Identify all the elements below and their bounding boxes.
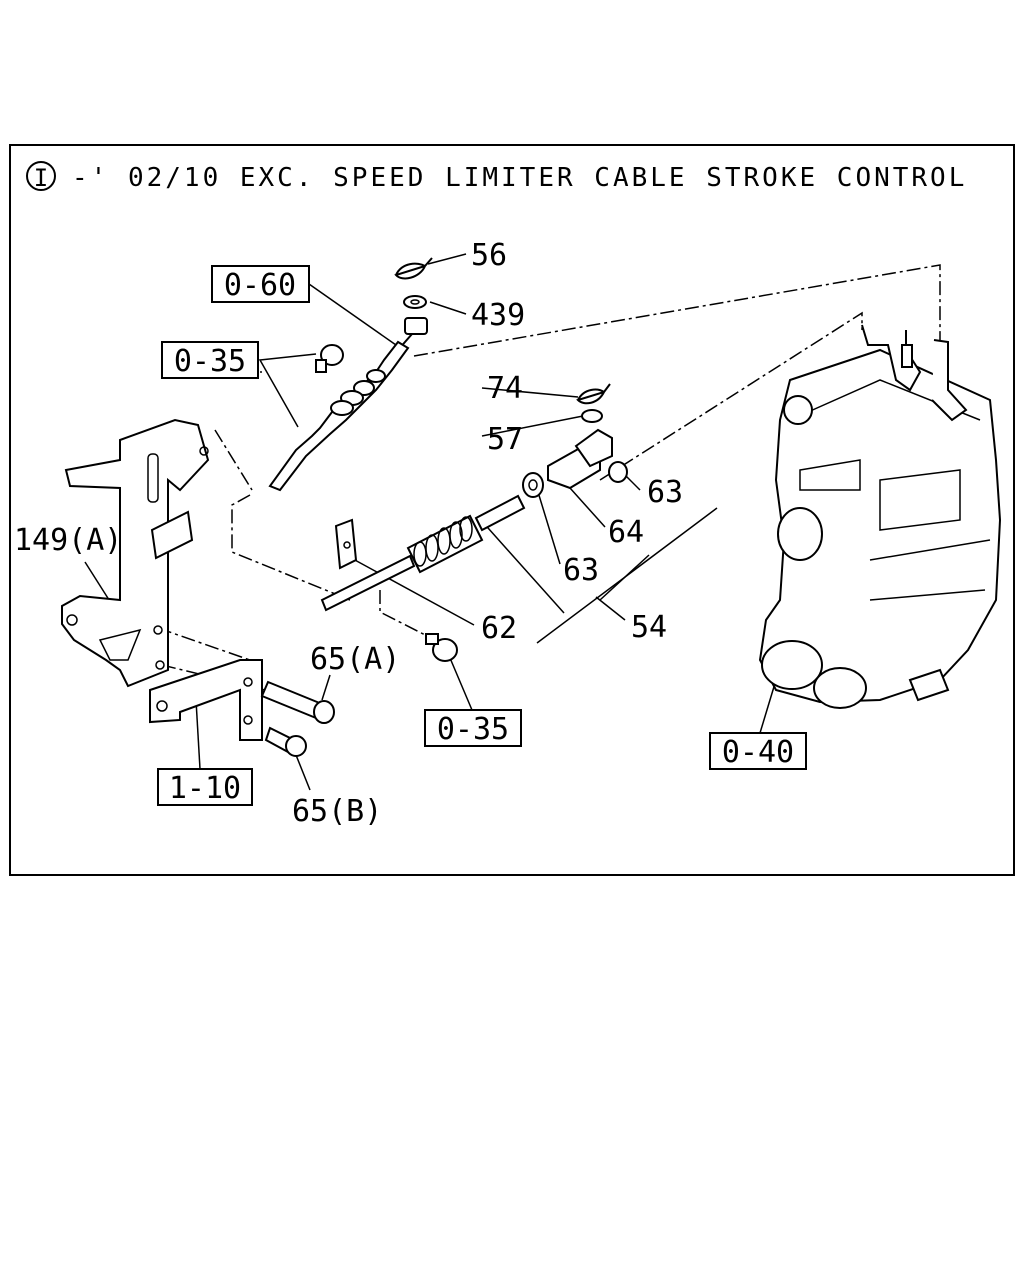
ref-box-0-35-bottom-label: 0-35 [437, 712, 509, 747]
bolt-65a-icon [260, 680, 335, 724]
part-label-439[interactable]: 439 [471, 298, 525, 333]
ref-box-0-60-label: 0-60 [224, 268, 296, 303]
part-label-57[interactable]: 57 [487, 422, 523, 457]
part-label-64[interactable]: 64 [608, 515, 644, 550]
part-label-56[interactable]: 56 [471, 238, 507, 273]
bolt-65b-icon [264, 726, 307, 757]
diagram-frame [9, 144, 1015, 876]
main-cable-54-icon [320, 494, 526, 612]
title-circle-icon: I [26, 161, 56, 192]
clip-62-icon [334, 518, 358, 570]
injection-pump-0-40-icon [758, 324, 1002, 709]
nut-63-right-icon [608, 461, 628, 483]
part-label-149a[interactable]: 149(A) [14, 523, 122, 558]
diagram-title: -' 02/10 EXC. SPEED LIMITER CABLE STROKE… [72, 163, 967, 193]
part-label-54[interactable]: 54 [631, 610, 667, 645]
bracket-1-10-icon [149, 659, 263, 741]
part-label-65b[interactable]: 65(B) [292, 794, 382, 829]
washer-439-icon [403, 295, 427, 309]
ref-box-0-35-top[interactable]: 0-35 [161, 341, 259, 379]
ref-box-0-40-label: 0-40 [722, 735, 794, 770]
ref-box-0-60[interactable]: 0-60 [211, 265, 310, 303]
nut-63-left-icon [522, 472, 544, 498]
part-label-63-right[interactable]: 63 [647, 475, 683, 510]
ref-box-0-35-top-label: 0-35 [174, 344, 246, 379]
bracket-64-icon [547, 428, 613, 490]
upper-cable-icon [268, 340, 410, 492]
ref-box-0-35-bottom[interactable]: 0-35 [424, 709, 522, 747]
bolt-0-35-top-icon [315, 344, 344, 373]
part-label-63-left[interactable]: 63 [563, 553, 599, 588]
bolt-0-35-bottom-icon [425, 633, 458, 662]
bracket-149a-icon [61, 418, 210, 688]
clip-56-icon [394, 257, 433, 280]
ref-box-0-40[interactable]: 0-40 [709, 732, 807, 770]
clip-74-icon [576, 383, 611, 405]
title-circle-symbol: I [34, 164, 48, 192]
washer-57-icon [581, 409, 603, 423]
part-label-62[interactable]: 62 [481, 611, 517, 646]
ref-box-1-10[interactable]: 1-10 [157, 768, 253, 806]
ref-box-1-10-label: 1-10 [169, 771, 241, 806]
part-label-65a[interactable]: 65(A) [310, 642, 400, 677]
leader-lines [84, 253, 777, 791]
